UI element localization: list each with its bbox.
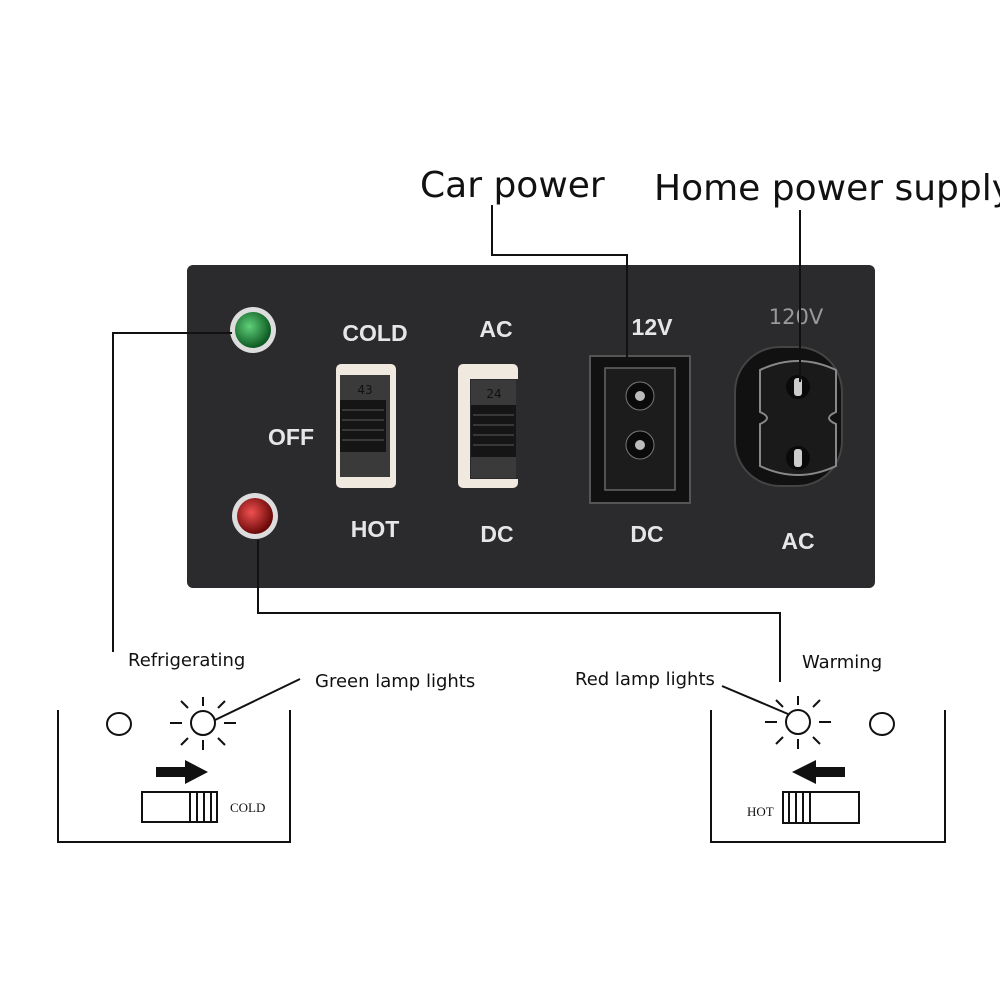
green-lamp-label: Green lamp lights (315, 671, 475, 692)
cold-hot-switch[interactable]: 43 (336, 364, 396, 488)
car-power-label: Car power (420, 165, 605, 206)
red-led (237, 498, 273, 534)
green-led (235, 312, 271, 348)
lit-lamp-icon (785, 709, 811, 735)
arrow-right-icon (156, 760, 208, 784)
switch-code: 24 (486, 387, 501, 401)
home-power-label: Home power supply (654, 168, 1000, 209)
switch-icon (782, 791, 860, 824)
off-label: OFF (268, 424, 314, 450)
switch-code: 43 (357, 383, 372, 397)
warming-label: Warming (802, 652, 882, 673)
red-lamp-label: Red lamp lights (575, 669, 715, 690)
hot-mode-diagram (710, 696, 946, 843)
arrow-left-icon (792, 760, 845, 784)
hot-switch-label: HOT (747, 804, 774, 819)
refrigerating-label: Refrigerating (128, 650, 245, 671)
control-panel (187, 265, 875, 588)
ac-dc-switch[interactable]: 24 (458, 364, 518, 488)
ac-switch-label: AC (479, 316, 512, 342)
dc-switch-label: DC (480, 521, 513, 547)
cold-switch-label: COLD (230, 800, 265, 815)
cold-label: COLD (342, 320, 407, 346)
dc-12v-socket[interactable] (589, 355, 691, 504)
leader-lines (112, 205, 801, 721)
ac-120v-socket[interactable] (734, 346, 843, 487)
hot-label: HOT (351, 516, 400, 542)
cold-mode-diagram (57, 697, 291, 843)
switch-icon (141, 791, 218, 823)
ac-socket-label: AC (781, 528, 814, 554)
lit-lamp-icon (190, 710, 216, 736)
dc-socket-label: DC (630, 521, 663, 547)
120v-label: 120V (769, 305, 824, 329)
12v-label: 12V (632, 314, 674, 340)
